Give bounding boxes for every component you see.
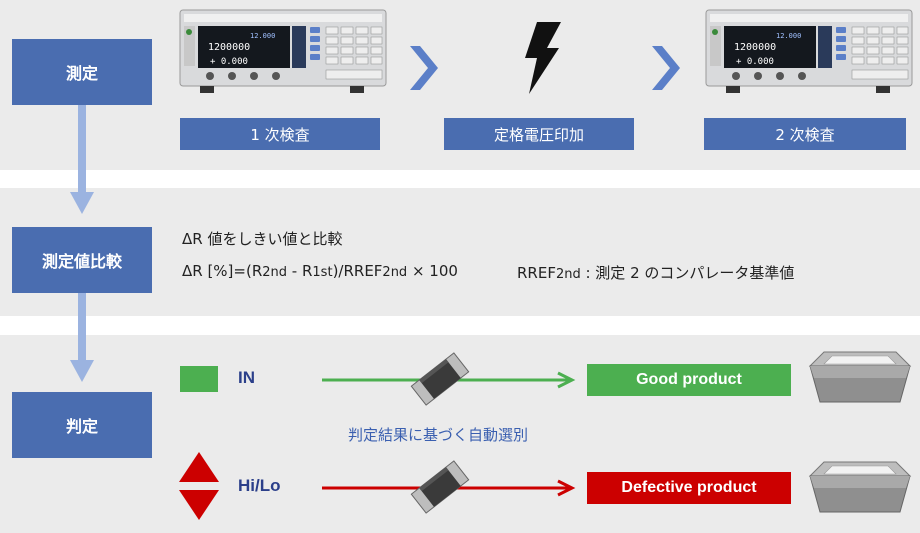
note-sub: 2nd xyxy=(555,267,581,282)
chip-resistor-icon xyxy=(410,352,470,406)
step-compare: 測定値比較 xyxy=(12,227,152,293)
sorting-tray-icon xyxy=(808,351,912,403)
sort-note: 判定結果に基づく自動選別 xyxy=(348,426,529,444)
in-label: IN xyxy=(238,368,255,387)
formula-2nd: 2nd xyxy=(262,265,288,280)
hilo-label: Hi/Lo xyxy=(238,476,281,495)
flow-arrow-1 xyxy=(70,104,94,214)
hilo-triangles-icon xyxy=(179,452,219,520)
svg-text:12.000: 12.000 xyxy=(776,32,801,40)
note-text: : 測定 2 のコンパレータ基準値 xyxy=(580,264,795,282)
voltage-apply-label: 定格電圧印加 xyxy=(444,118,634,150)
compare-band xyxy=(0,188,920,316)
step-measure: 測定 xyxy=(12,39,152,105)
formula-1st: 1st xyxy=(312,265,333,280)
good-product-box: Good product xyxy=(587,364,791,396)
comparison-heading: ΔR 値をしきい値と比較 xyxy=(182,230,343,248)
svg-text:12.000: 12.000 xyxy=(250,32,275,40)
formula-tail: × 100 xyxy=(407,262,458,280)
resistance-meter-icon: 1200000 + 0.000 12.000 xyxy=(705,9,913,93)
note-rref: RREF xyxy=(517,264,556,282)
flow-arrow-2 xyxy=(70,292,94,382)
rref-note: RREF2nd : 測定 2 のコンパレータ基準値 xyxy=(517,262,794,283)
svg-text:+ 0.000: + 0.000 xyxy=(210,57,248,67)
process-chevron-2 xyxy=(652,46,680,90)
process-chevron-1 xyxy=(410,46,438,90)
formula-rref: )/RREF xyxy=(332,262,383,280)
formula-rref-sub: 2nd xyxy=(382,265,408,280)
svg-text:1200000: 1200000 xyxy=(734,42,776,53)
formula-mid: - R xyxy=(287,262,313,280)
lightning-bolt-icon xyxy=(525,22,561,94)
in-green-square xyxy=(180,366,218,392)
second-inspection-label: 2 次検査 xyxy=(704,118,906,150)
defective-product-box: Defective product xyxy=(587,472,791,504)
sorting-tray-icon xyxy=(808,461,912,513)
formula-main: ΔR [%]=(R xyxy=(182,262,263,280)
step-judge: 判定 xyxy=(12,392,152,458)
svg-text:1200000: 1200000 xyxy=(208,42,250,53)
first-inspection-label: 1 次検査 xyxy=(180,118,380,150)
svg-text:+ 0.000: + 0.000 xyxy=(736,57,774,67)
chip-resistor-icon xyxy=(410,460,470,514)
delta-r-formula: ΔR [%]=(R2nd - R1st)/RREF2nd × 100 xyxy=(182,262,458,280)
resistance-meter-icon: 1200000 + 0.000 12.000 xyxy=(179,9,387,93)
